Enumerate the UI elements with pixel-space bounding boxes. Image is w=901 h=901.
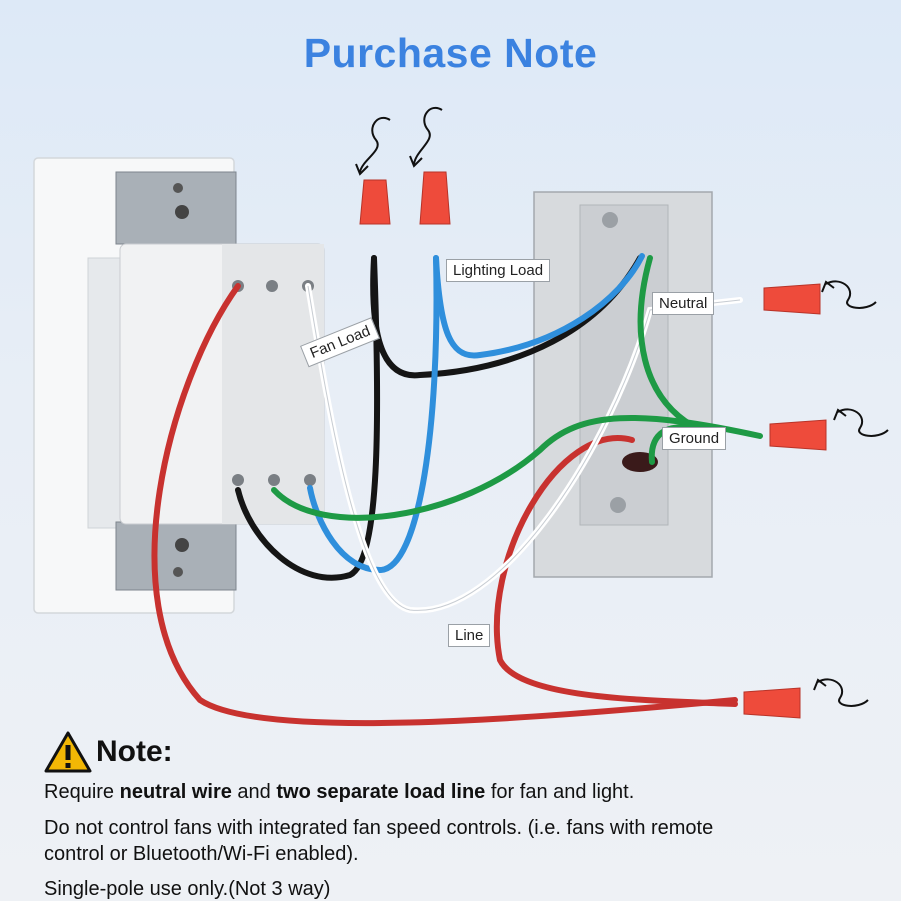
wire-nut-icon xyxy=(359,179,391,225)
lighting-load-label: Lighting Load xyxy=(446,259,551,282)
note-text: and xyxy=(231,781,277,803)
note-requirement: Require neutral wire and two separate lo… xyxy=(44,781,634,804)
wire-nut-icon xyxy=(763,283,821,315)
warning-icon xyxy=(44,731,92,773)
note-single-pole: Single-pole use only.(Not 3 way) xyxy=(44,878,331,900)
twist-arrow-icon xyxy=(837,408,889,437)
note-fan-warning: Do not control fans with integrated fan … xyxy=(44,817,714,839)
ground-wire-green xyxy=(271,414,763,521)
lighting-load-wire-blue xyxy=(433,253,645,359)
note-emphasis-load-line: two separate load line xyxy=(276,781,486,803)
neutral-label: Neutral xyxy=(652,292,715,315)
switch-yoke-top xyxy=(115,171,237,245)
note-emphasis-neutral: neutral wire xyxy=(119,781,232,803)
wire-nut-icon xyxy=(743,687,801,719)
line-wire-red-box xyxy=(493,435,738,707)
twist-arrow-icon xyxy=(817,678,869,707)
page-title: Purchase Note xyxy=(303,30,598,76)
line-label: Line xyxy=(448,624,491,647)
ground-label: Ground xyxy=(662,427,727,450)
switch-yoke-bottom xyxy=(115,521,237,591)
fan-load-wire-black-switch xyxy=(235,255,381,581)
twist-arrow-icon xyxy=(413,107,443,165)
twist-arrow-icon xyxy=(359,117,391,173)
twist-arrow-icon xyxy=(825,280,877,309)
wire-nut-icon xyxy=(769,419,827,451)
wire-nut-icon xyxy=(419,171,451,225)
note-text: for fan and light. xyxy=(485,781,635,803)
note-fan-warning-cont: control or Bluetooth/Wi-Fi enabled). xyxy=(44,843,359,865)
note-heading: Note: xyxy=(44,730,173,774)
note-text: Require xyxy=(44,781,120,803)
ground-wire-green-box xyxy=(637,255,703,433)
neutral-wire-white-outline xyxy=(307,285,741,611)
lighting-load-wire-blue-switch xyxy=(307,255,440,574)
line-wire-red xyxy=(151,283,738,727)
note-heading-text: Note: xyxy=(96,735,173,768)
